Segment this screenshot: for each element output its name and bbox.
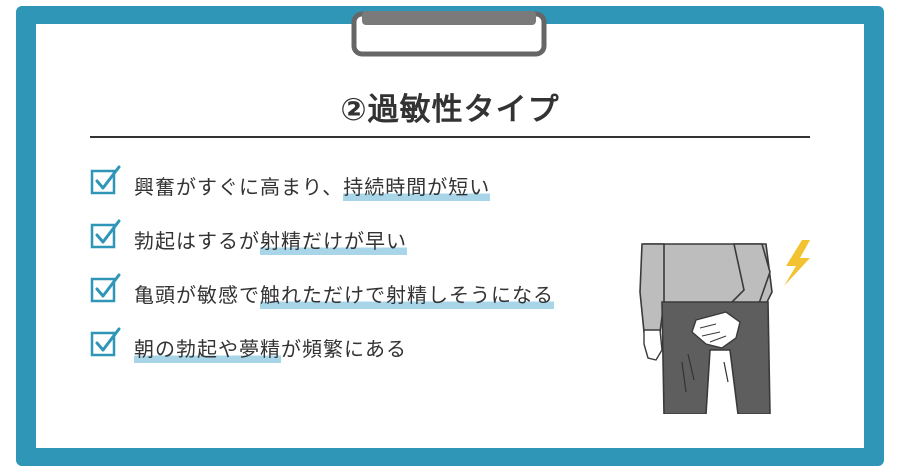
item-text: 亀頭が敏感で触れただけで射精しそうになる	[134, 283, 554, 309]
title-divider	[90, 136, 810, 138]
item-text: 朝の勃起や夢精が頻繁にある	[134, 337, 407, 363]
highlighted-text: 朝の勃起や夢精	[134, 337, 281, 363]
highlighted-text: 持続時間が短い	[343, 175, 491, 201]
item-text: 興奮がすぐに高まり、持続時間が短い	[134, 175, 491, 201]
item-text: 勃起はするが射精だけが早い	[134, 229, 407, 255]
page-title: ②過敏性タイプ	[340, 92, 560, 128]
checkbox-checked-icon	[90, 165, 121, 195]
clipboard-card	[36, 24, 864, 448]
highlighted-text: 触れただけで射精しそうになる	[260, 283, 554, 309]
checkbox-checked-icon	[90, 273, 121, 303]
man-holding-crotch-illustration	[639, 240, 810, 414]
checkbox-checked-icon	[90, 219, 121, 249]
lightning-bolt-icon	[784, 240, 810, 286]
checkbox-checked-icon	[90, 327, 121, 357]
highlighted-text: 射精だけが早い	[260, 229, 407, 255]
clipboard-clip-icon	[351, 11, 547, 57]
